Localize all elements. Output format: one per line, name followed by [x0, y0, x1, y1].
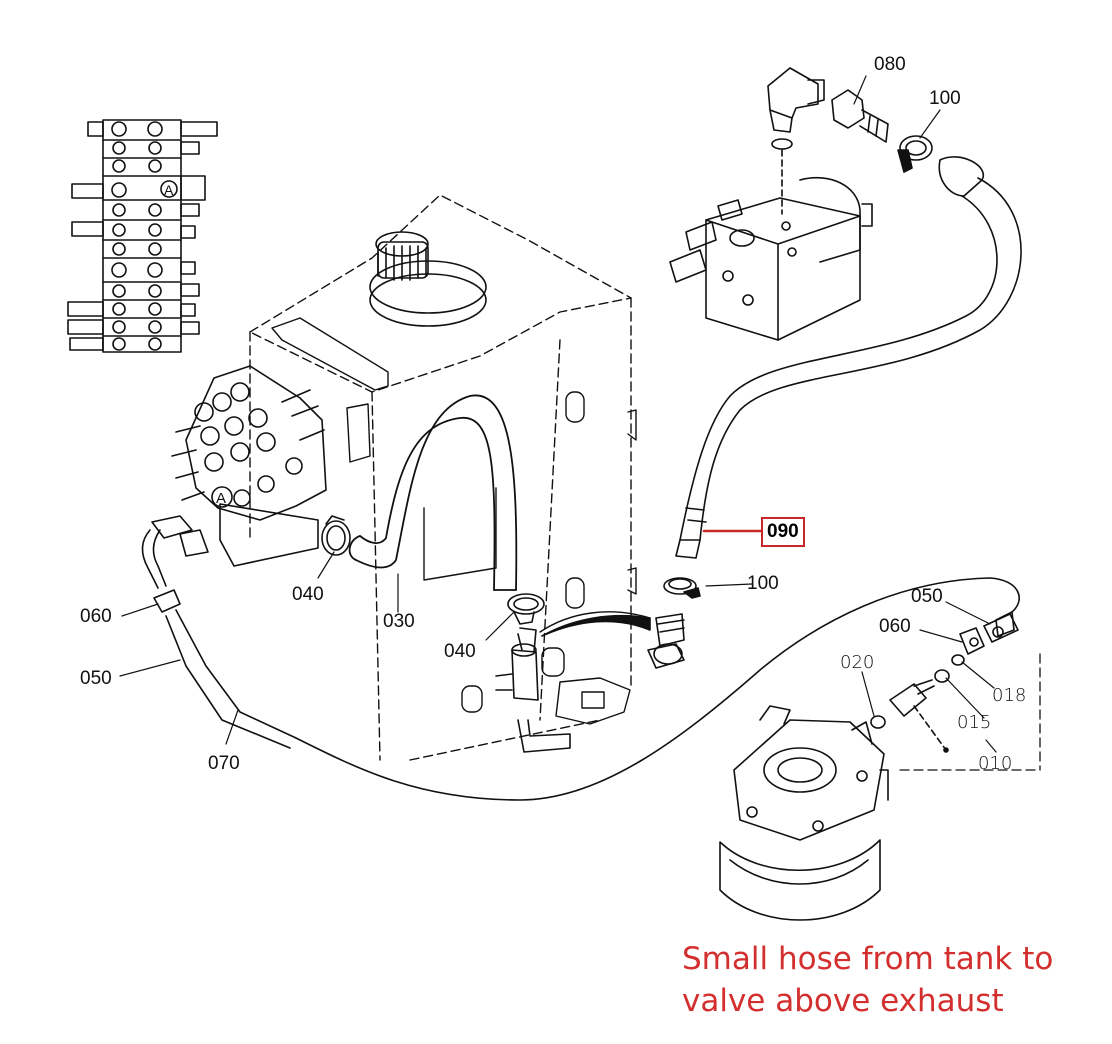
washer-015 — [934, 669, 950, 683]
clamp-040-left — [321, 515, 351, 556]
clamp-100-top — [897, 135, 933, 173]
hose-090 — [675, 156, 1022, 559]
fitting-060-right — [959, 627, 985, 655]
label-060-right: 060 — [879, 616, 911, 637]
tank-outlet-fitting — [495, 627, 571, 753]
barbed-fitting-010 — [889, 679, 949, 753]
label-080: 080 — [874, 54, 906, 75]
marker-a-valve-text: A — [216, 490, 226, 507]
marker-a-inset — [160, 180, 178, 198]
tank-filler-cap — [369, 231, 487, 327]
label-050-left: 050 — [80, 668, 112, 689]
hydraulic-tank — [249, 194, 632, 761]
clamp-040-mid — [507, 593, 545, 625]
label-018: 018 — [992, 685, 1027, 706]
bracket-lines — [899, 653, 1041, 771]
control-valve-stack-inset — [67, 119, 218, 353]
marker-a-valve — [211, 486, 233, 508]
annotation-caption: Small hose from tank to valve above exha… — [682, 941, 1054, 1019]
label-040-left: 040 — [292, 584, 324, 605]
hose-030 — [348, 394, 518, 591]
pilot-valve-block — [669, 176, 873, 341]
label-070: 070 — [208, 753, 240, 774]
label-040-mid: 040 — [444, 641, 476, 662]
fitting-050-right — [983, 613, 1019, 643]
label-060-left: 060 — [80, 606, 112, 627]
washer-018 — [951, 654, 965, 666]
elbow-fitting-top — [767, 67, 825, 215]
exhaust-manifold — [719, 705, 889, 921]
marker-a-inset-text: A — [164, 182, 174, 198]
label-100-top: 100 — [929, 88, 961, 109]
hose-050-070 — [165, 577, 1020, 801]
direction-arrow — [539, 611, 651, 637]
label-015: 015 — [957, 712, 992, 733]
label-050-right: 050 — [911, 586, 943, 607]
o-ring-020 — [870, 715, 886, 729]
control-valve-assembly — [141, 365, 327, 613]
leader-lines — [119, 75, 997, 753]
barbed-fitting-mid — [647, 613, 685, 669]
label-020: 020 — [840, 652, 875, 673]
clamp-100-mid — [663, 577, 701, 599]
label-010: 010 — [978, 753, 1013, 774]
tank-details — [271, 317, 637, 725]
label-100-mid: 100 — [747, 573, 779, 594]
fitting-080 — [831, 89, 889, 143]
label-030: 030 — [383, 611, 415, 632]
label-090-highlight: 090 — [761, 517, 805, 547]
